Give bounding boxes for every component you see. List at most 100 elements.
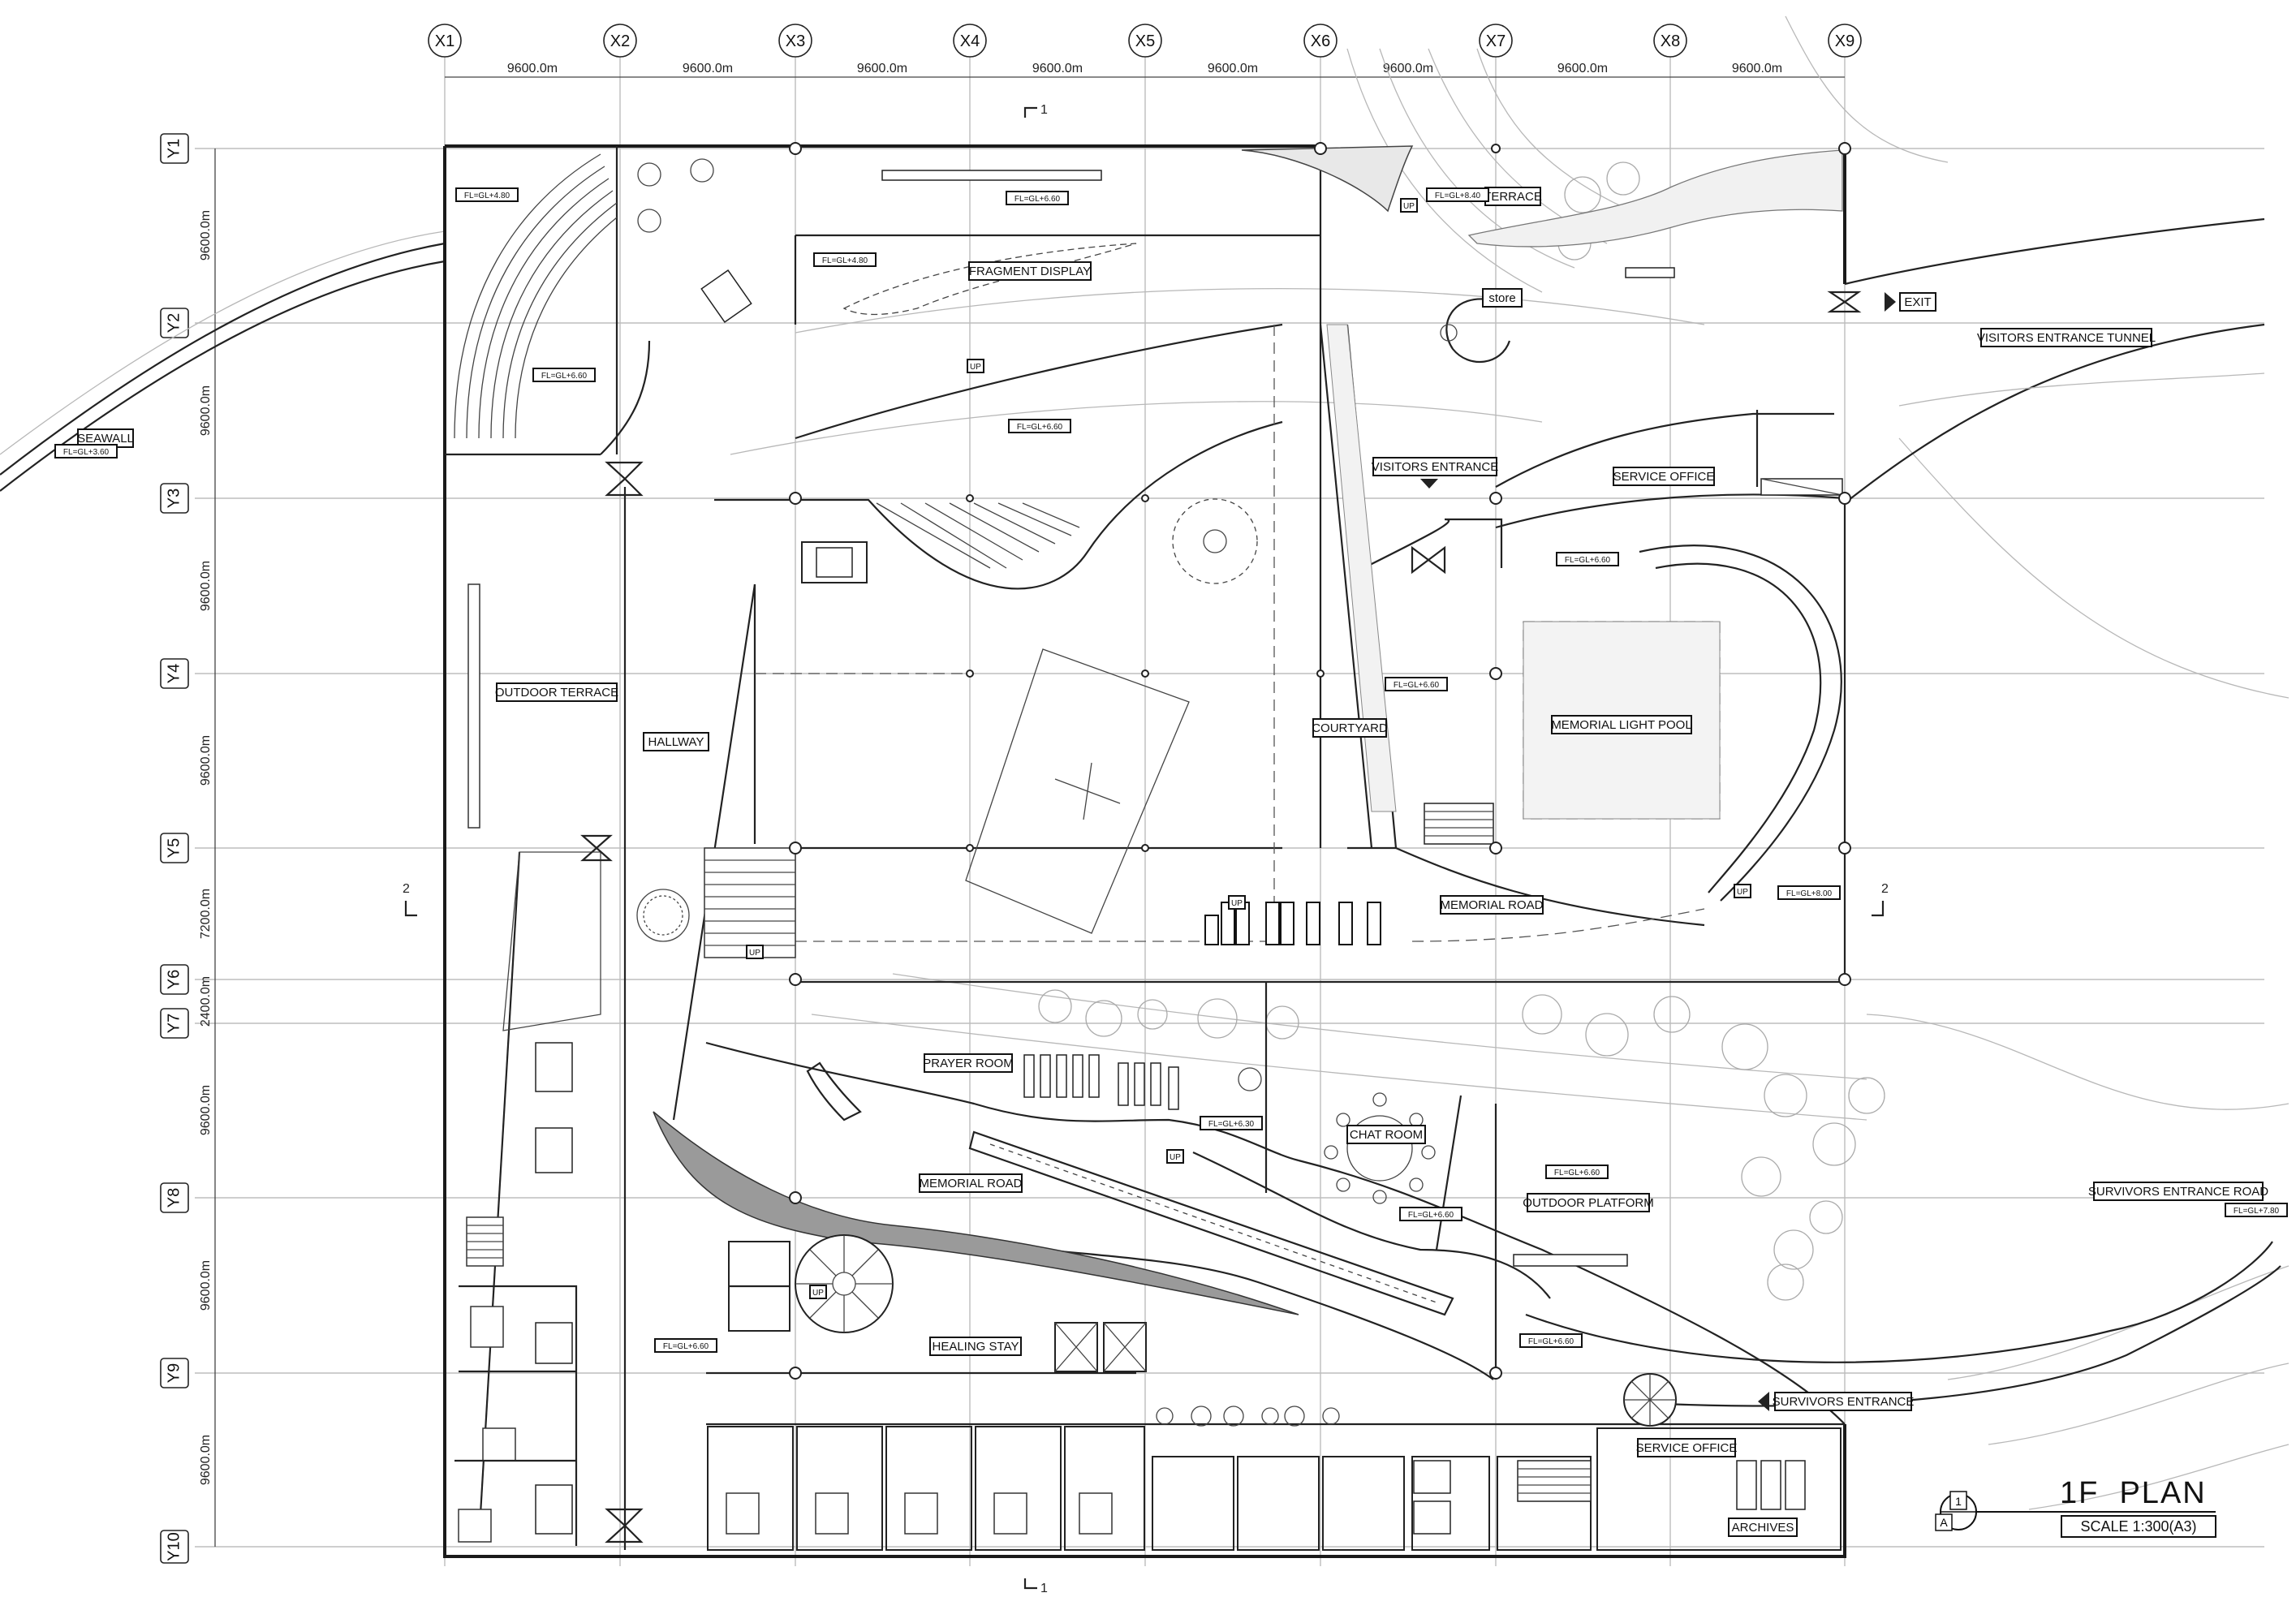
svg-text:FL=GL+3.60: FL=GL+3.60 — [63, 448, 110, 457]
svg-text:2: 2 — [403, 882, 410, 896]
label-memorial-road-bottom: MEMORIAL ROAD — [919, 1173, 1023, 1193]
svg-text:Y9: Y9 — [165, 1363, 183, 1383]
svg-text:FL=GL+6.60: FL=GL+6.60 — [1554, 1169, 1600, 1177]
up-tag-3: UP — [746, 945, 764, 959]
plan-title: 1F PLAN — [2060, 1476, 2207, 1510]
svg-text:SEAWALL: SEAWALL — [77, 432, 134, 446]
svg-text:UP: UP — [749, 949, 760, 958]
svg-text:TERRACE: TERRACE — [1484, 190, 1542, 204]
label-outdoor-platform: OUTDOOR PLATFORM — [1523, 1193, 1654, 1212]
svg-text:OUTDOOR TERRACE: OUTDOOR TERRACE — [495, 686, 618, 700]
y-dim-4: 9600.0m — [199, 735, 213, 786]
svg-text:FL=GL+6.60: FL=GL+6.60 — [1394, 681, 1440, 690]
doors — [580, 291, 1862, 1543]
x-dim-6: 9600.0m — [1383, 62, 1433, 75]
scale-label: SCALE 1:300(A3) — [2061, 1515, 2216, 1538]
svg-text:SURVIVORS ENTRANCE: SURVIVORS ENTRANCE — [1773, 1395, 1915, 1409]
svg-text:FL=GL+6.60: FL=GL+6.60 — [541, 372, 588, 381]
up-tag-6: UP — [809, 1285, 827, 1299]
svg-text:Y5: Y5 — [165, 838, 183, 858]
svg-text:COURTYARD: COURTYARD — [1312, 721, 1388, 735]
room-labels: SEAWALL TERRACE FRAGMENT DISPLAY store E… — [77, 187, 2268, 1537]
svg-text:OUTDOOR PLATFORM: OUTDOOR PLATFORM — [1523, 1196, 1653, 1210]
grid-bubble-x6: X6 — [1303, 24, 1338, 58]
visitors-entrance-arrow-icon — [1420, 479, 1438, 489]
y-dim-6: 2400.0m — [199, 976, 213, 1027]
svg-text:X7: X7 — [1486, 32, 1506, 50]
svg-text:MEMORIAL ROAD: MEMORIAL ROAD — [1441, 898, 1544, 912]
x-dim-4: 9600.0m — [1032, 62, 1083, 75]
label-courtyard: COURTYARD — [1312, 718, 1388, 738]
up-tag-5: UP — [1166, 1149, 1184, 1164]
exit-arrow-icon — [1885, 292, 1896, 312]
svg-text:UP: UP — [1231, 899, 1243, 908]
y-dim-5: 7200.0m — [199, 889, 213, 939]
svg-text:VISITORS ENTRANCE TUNNEL: VISITORS ENTRANCE TUNNEL — [1977, 331, 2156, 345]
svg-text:2: 2 — [1881, 882, 1889, 896]
stair-up-tags: UP UP UP UP UP UP UP — [746, 198, 1751, 1299]
y-grid-bubbles: Y1 Y2 Y3 Y4 Y5 Y6 Y7 Y8 Y9 Y10 — [160, 133, 189, 1564]
svg-text:X3: X3 — [786, 32, 805, 50]
y-dim-8: 9600.0m — [199, 1260, 213, 1311]
y-dim-2: 9600.0m — [199, 385, 213, 436]
svg-text:UP: UP — [970, 363, 981, 372]
up-tag-7: UP — [1228, 895, 1246, 910]
grid-bubble-x2: X2 — [603, 24, 637, 58]
svg-text:Y6: Y6 — [165, 970, 183, 989]
svg-text:X4: X4 — [960, 32, 980, 50]
left-wing-rooms — [454, 1042, 790, 1546]
grid-bubble-x7: X7 — [1479, 24, 1513, 58]
outdoor-terrace-elements — [467, 583, 690, 1543]
service-office-top — [1755, 410, 1843, 496]
svg-text:X2: X2 — [610, 32, 630, 50]
grid-bubble-y5: Y5 — [160, 833, 189, 863]
label-store: store — [1482, 288, 1523, 308]
beds — [458, 1306, 1113, 1543]
circular-feature — [1172, 498, 1258, 584]
spiral-stair — [795, 1234, 894, 1333]
store-counter — [1440, 298, 1511, 364]
svg-text:FL=GL+4.80: FL=GL+4.80 — [822, 256, 868, 265]
grid-bubble-x9: X9 — [1828, 24, 1862, 58]
prayer-room-pews — [1023, 1054, 1262, 1110]
elevators-healing — [1054, 1322, 1147, 1372]
svg-text:HEALING STAY: HEALING STAY — [933, 1340, 1019, 1354]
grid-bubble-y8: Y8 — [160, 1182, 189, 1213]
section-mark-top: 1 — [1023, 103, 1048, 118]
prayer-room-stair — [806, 1061, 862, 1121]
grid-bubble-x5: X5 — [1128, 24, 1162, 58]
top-tables — [637, 158, 752, 323]
label-fragment-display: FRAGMENT DISPLAY — [968, 261, 1092, 281]
svg-text:SURVIVORS ENTRANCE ROAD: SURVIVORS ENTRANCE ROAD — [2088, 1185, 2268, 1199]
svg-text:Y8: Y8 — [165, 1188, 183, 1208]
up-tag-4: UP — [1734, 884, 1751, 898]
svg-text:UP: UP — [1737, 888, 1748, 897]
y-dim-1: 9600.0m — [199, 210, 213, 260]
label-seawall: SEAWALL — [77, 428, 134, 448]
dimension-lines — [214, 76, 1845, 1547]
columns — [789, 142, 1851, 1380]
level-tag-16: FL=GL+6.60 — [654, 1338, 717, 1353]
memorial-stones — [1204, 902, 1381, 945]
label-archives: ARCHIVES — [1728, 1518, 1798, 1537]
svg-text:FL=GL+4.80: FL=GL+4.80 — [464, 192, 510, 200]
level-tag-11: FL=GL+6.30 — [1200, 1116, 1263, 1130]
chat-room-table — [1324, 1092, 1436, 1204]
level-tag-1: FL=GL+4.80 — [455, 187, 519, 202]
level-tag-6: FL=GL+6.60 — [1008, 419, 1071, 433]
x-dim-8: 9600.0m — [1732, 62, 1782, 75]
svg-text:FRAGMENT DISPLAY: FRAGMENT DISPLAY — [969, 265, 1091, 278]
svg-text:VISITORS ENTRANCE: VISITORS ENTRANCE — [1372, 460, 1498, 474]
svg-text:UP: UP — [812, 1289, 824, 1298]
svg-text:MEMORIAL LIGHT POOL: MEMORIAL LIGHT POOL — [1551, 718, 1691, 732]
label-visitors-entrance: VISITORS ENTRANCE — [1372, 457, 1498, 476]
level-tag-3: FL=GL+8.40 — [1426, 187, 1489, 202]
level-tag-5: FL=GL+6.60 — [532, 368, 596, 382]
svg-text:Y7: Y7 — [165, 1014, 183, 1033]
grid-bubble-y1: Y1 — [160, 133, 189, 164]
svg-text:UP: UP — [1170, 1153, 1181, 1162]
svg-text:FL=GL+6.60: FL=GL+6.60 — [1565, 556, 1611, 565]
svg-text:Y10: Y10 — [165, 1532, 183, 1561]
label-visitors-entrance-tunnel: VISITORS ENTRANCE TUNNEL — [1977, 328, 2156, 347]
label-hallway: HALLWAY — [643, 732, 709, 751]
